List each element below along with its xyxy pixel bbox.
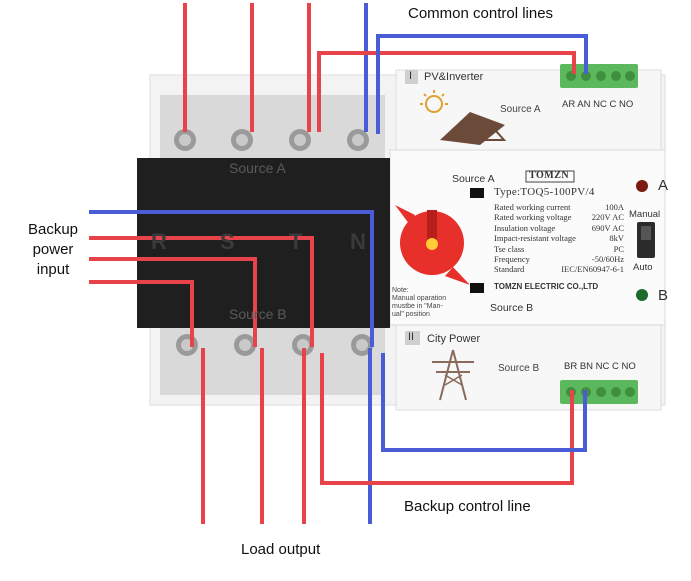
phase-t-label: T: [289, 229, 303, 254]
transmission-tower-icon: [432, 349, 474, 401]
spec-value: 8kV: [609, 233, 624, 244]
solar-house-icon: [420, 90, 507, 145]
top-module-source-a: Source A: [500, 104, 541, 115]
bottom-terminal-labels: BR BN NC C NO: [564, 361, 636, 372]
block-source-b-label: Source B: [229, 306, 287, 322]
top-terminal-labels: AR AN NC C NO: [562, 99, 634, 110]
source-a-indicator: [470, 188, 484, 198]
spec-value: 220V AC: [591, 212, 624, 223]
spec-row: Standard IEC/EN60947-6-1: [494, 264, 624, 274]
indicator-b-label: B: [658, 287, 669, 304]
spec-label: Rated working current: [494, 202, 571, 212]
source-b-indicator: [470, 283, 484, 293]
spec-label: Rated working voltage: [494, 212, 572, 223]
indicator-b-light: [636, 289, 648, 301]
spec-label: Insulation voltage: [494, 222, 556, 233]
phase-r-label: R: [151, 229, 167, 254]
bottom-screw-terminals: [160, 325, 385, 395]
common-control-lines-label: Common control lines: [408, 5, 554, 22]
note-line: mustbe in "Man-: [392, 303, 443, 310]
rotary-knob[interactable]: [395, 205, 470, 285]
badge-i: I: [409, 70, 413, 82]
top-green-terminal-block: [560, 64, 638, 88]
spec-value: IEC/EN60947-6-1: [561, 264, 624, 275]
spec-value: 100A: [605, 202, 624, 212]
phase-s-label: S: [220, 229, 235, 254]
phase-n-label: N: [350, 229, 366, 254]
black-switch-block: [137, 158, 390, 328]
top-screw-terminals: [160, 95, 385, 160]
note-line: ual" position: [392, 311, 430, 318]
spec-row: Insulation voltage 690V AC: [494, 223, 624, 233]
manual-auto-switch[interactable]: [637, 222, 655, 258]
note-line: Note:: [392, 287, 409, 294]
badge-ii-box: [405, 331, 420, 345]
switch-manual-label: Manual: [629, 209, 661, 220]
badge-ii: II: [408, 331, 415, 343]
backup-power-input-line1: Backup: [27, 221, 79, 238]
bottom-module-source-b: Source B: [498, 363, 540, 374]
backup-control-line-label: Backup control line: [404, 498, 531, 515]
type-label: Type:TOQ5-100PV/4: [494, 186, 595, 198]
spec-value: -50/60Hz: [591, 254, 624, 265]
spec-row: Rated working voltage 220V AC: [494, 212, 624, 222]
load-output-label: Load output: [241, 541, 321, 558]
spec-label: Standard: [494, 264, 525, 275]
spec-row: Tse class PC: [494, 244, 624, 254]
brand-box: [525, 170, 575, 183]
block-source-a-label: Source A: [229, 160, 286, 176]
spec-label: Impact-resistant voltage: [494, 233, 576, 244]
spec-label: Frequency: [494, 254, 530, 265]
panel-source-b-label: Source B: [490, 302, 534, 314]
brand-logo: TOMZN: [529, 170, 570, 181]
spec-row: Frequency -50/60Hz: [494, 254, 624, 264]
badge-i-box: [405, 70, 418, 84]
manual-operation-note: Note: Manual oparation mustbe in "Man- u…: [392, 287, 446, 319]
switch-auto-label: Auto: [633, 262, 653, 273]
spec-row: Rated working current 100A: [494, 202, 624, 212]
city-power-title: City Power: [427, 333, 481, 345]
company-name: TOMZN ELECTRIC CO.,LTD: [494, 282, 599, 291]
indicator-a-light: [636, 180, 648, 192]
spec-row: Impact-resistant voltage 8kV: [494, 233, 624, 243]
indicator-a-label: A: [658, 177, 669, 194]
backup-power-input-label: Backup power input: [16, 220, 90, 280]
backup-power-input-line3: input: [36, 261, 70, 278]
wires: [89, 3, 588, 524]
spec-list: Rated working current 100A Rated working …: [494, 202, 624, 275]
backup-power-input-line2: power: [32, 241, 74, 258]
spec-value: 690V AC: [591, 222, 624, 233]
spec-value: PC: [613, 243, 624, 254]
spec-label: Tse class: [494, 243, 525, 254]
panel-source-a-label: Source A: [452, 173, 495, 185]
pv-inverter-title: PV&Inverter: [424, 71, 484, 83]
note-line: Manual oparation: [392, 295, 447, 302]
